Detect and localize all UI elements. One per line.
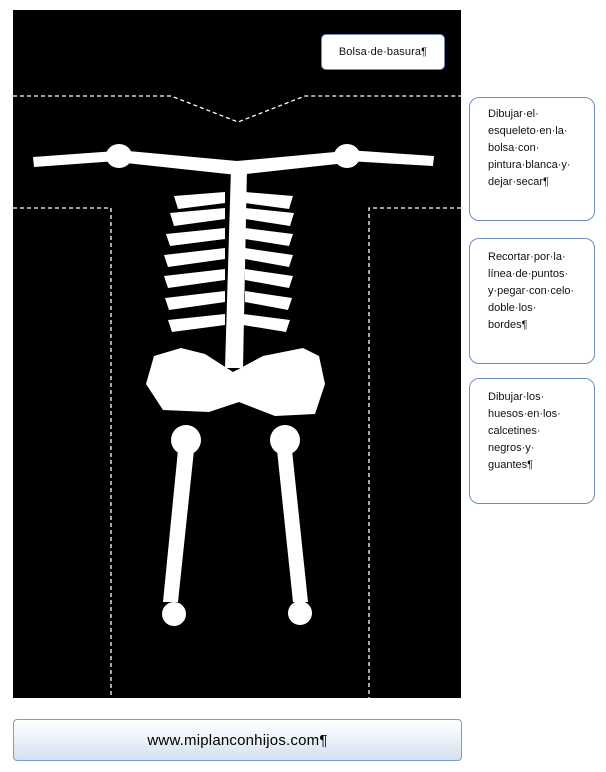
rib-right-7: [243, 314, 290, 332]
rib-left-4: [164, 248, 225, 267]
note-line: dejar·secar¶: [488, 176, 549, 188]
rib-left-3: [166, 228, 225, 246]
rib-right-1: [245, 192, 293, 209]
left-clavicle: [33, 151, 117, 167]
note-line: pintura·blanca·y·: [488, 159, 571, 171]
center-clavicle: [117, 150, 346, 175]
left-shoulder-joint: [106, 144, 132, 168]
instruction-note-socks: Dibujar·los· huesos·en·los· calcetines· …: [469, 378, 595, 504]
right-foot-joint: [288, 601, 312, 625]
cut-line-left: [13, 207, 112, 698]
right-clavicle: [347, 150, 434, 166]
note-line: esqueleto·en·la·: [488, 125, 568, 137]
rib-right-4: [245, 248, 293, 267]
note-line: huesos·en·los·: [488, 408, 561, 420]
rib-left-1: [174, 192, 225, 209]
note-line: línea·de·puntos·: [488, 268, 569, 280]
rib-left-2: [170, 208, 225, 226]
note-line: Dibujar·los·: [488, 391, 545, 403]
rib-right-2: [245, 208, 294, 226]
note-line: doble·los·: [488, 302, 537, 314]
left-leg-bone: [163, 450, 194, 602]
right-shoulder-joint: [334, 144, 360, 168]
spine: [225, 168, 247, 368]
website-url-bar: www.miplanconhijos.com¶: [13, 719, 462, 761]
note-line: bordes¶: [488, 319, 528, 331]
pelvis: [146, 348, 325, 416]
instruction-note-cut: Recortar·por·la· línea·de·puntos· y·pega…: [469, 238, 595, 364]
note-line: Dibujar·el·: [488, 108, 539, 120]
note-line: y·pegar·con·celo·: [488, 285, 575, 297]
rib-left-5: [164, 269, 225, 288]
note-line: negros·y·: [488, 442, 535, 454]
note-line: bolsa·con·: [488, 142, 540, 154]
rib-left-6: [165, 291, 225, 310]
rib-left-7: [168, 314, 225, 332]
note-line: Recortar·por·la·: [488, 251, 566, 263]
note-line: guantes¶: [488, 459, 534, 471]
bag-label-box: Bolsa·de·basura¶: [321, 34, 445, 70]
trash-bag-panel: Bolsa·de·basura¶: [13, 10, 461, 698]
instruction-note-draw: Dibujar·el· esqueleto·en·la· bolsa·con· …: [469, 97, 595, 221]
cut-line-top: [13, 95, 461, 123]
note-line: calcetines·: [488, 425, 541, 437]
right-leg-bone: [277, 450, 308, 602]
rib-right-6: [245, 291, 292, 310]
cut-line-right: [368, 207, 461, 698]
left-foot-joint: [162, 602, 186, 626]
dashed-cut-lines: [13, 95, 461, 698]
skeleton-icon: [13, 95, 461, 698]
bag-label-text: Bolsa·de·basura¶: [338, 46, 428, 58]
skeleton-bones: [33, 144, 434, 626]
rib-right-5: [245, 269, 293, 288]
right-knee-joint: [270, 425, 300, 455]
rib-right-3: [245, 228, 293, 246]
website-url-text: www.miplanconhijos.com¶: [147, 731, 328, 749]
left-knee-joint: [171, 425, 201, 455]
